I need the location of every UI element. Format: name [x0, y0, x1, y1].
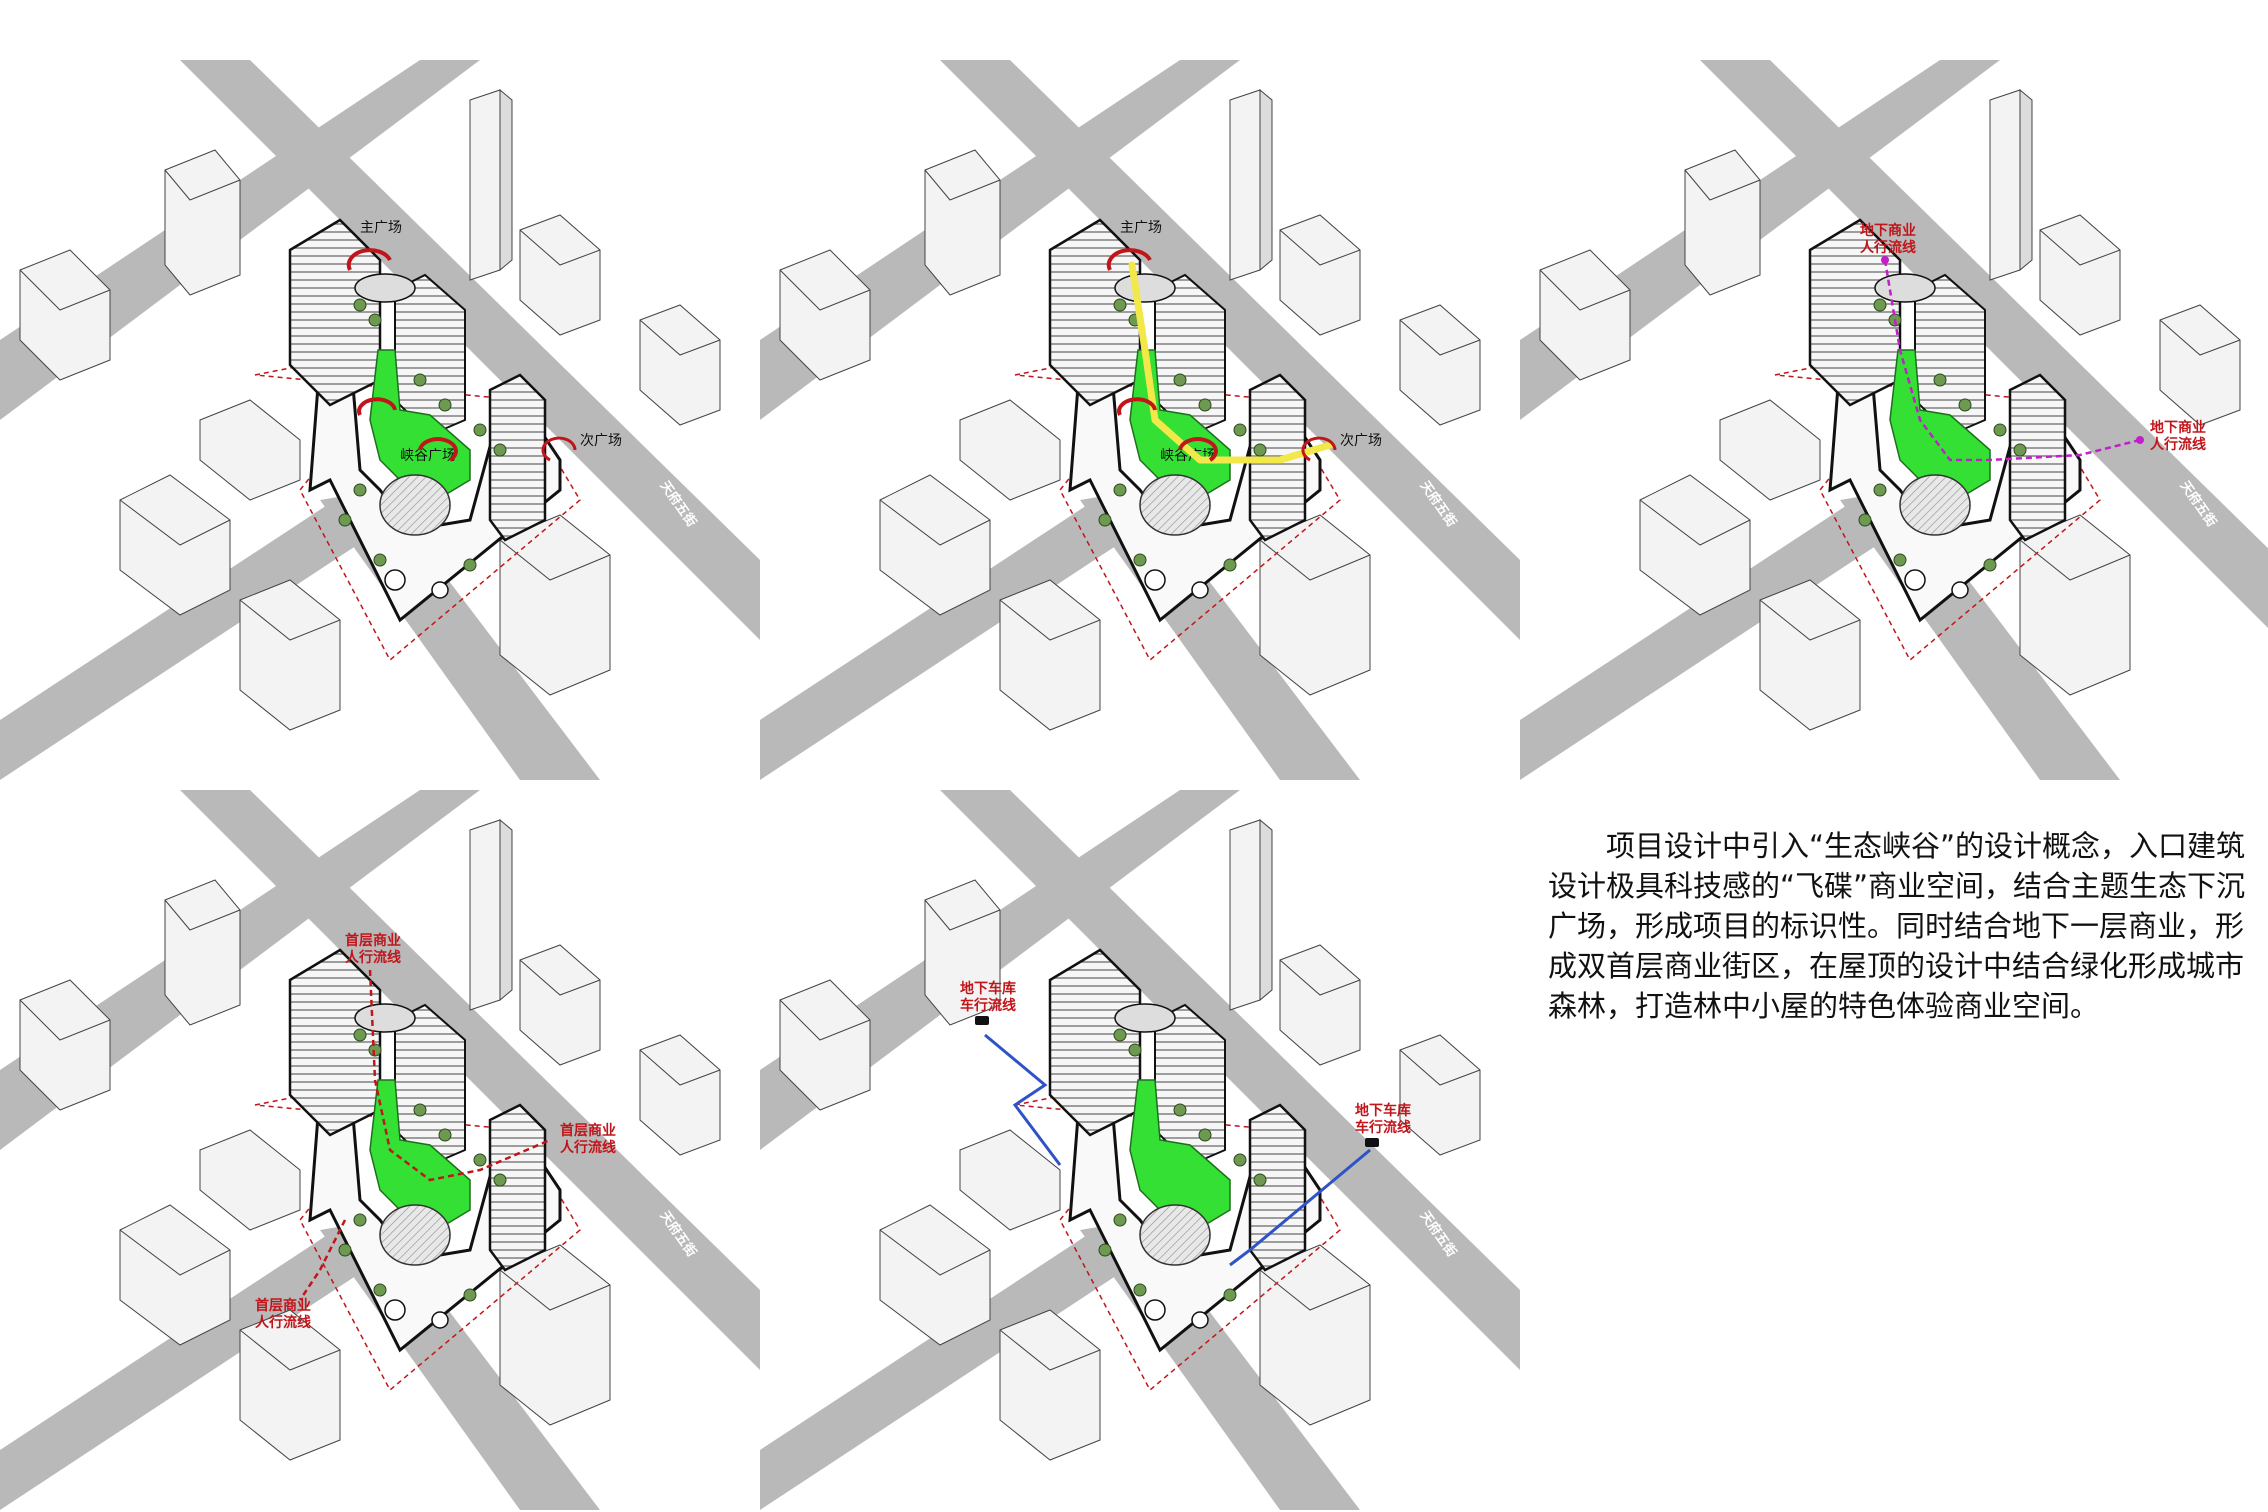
description-text: 项目设计中引入“生态峡谷”的设计概念，入口建筑设计极具科技感的“飞碟”商业空间，…: [1548, 829, 2246, 1023]
arrow-icon: [1106, 248, 1152, 271]
site-diagram-5: 益州大道 天府五街 地下车库 车行流线 地下车库 车行流线: [760, 750, 1520, 1510]
arrow-icon: [418, 437, 458, 462]
flow-node: [2136, 436, 2144, 444]
site-diagram-2: 益州大道 天府五街 主广场 次广场 峡谷广场: [760, 20, 1520, 780]
blue-flow-path-west: [984, 1033, 1062, 1166]
arrow-icon: [357, 397, 397, 416]
main-plaza-label: 主广场: [360, 220, 402, 236]
flow-label-c-line2: 人行流线: [255, 1314, 311, 1331]
site-diagram-3: 益州大道 天府五街 地下商业 人行流线 地下商业 人行流线: [1520, 20, 2268, 780]
magenta-flow-path: [1883, 259, 2141, 462]
secondary-plaza-label: 次广场: [580, 433, 622, 449]
diagram-panel-ground-commercial: 益州大道 天府五街 首层商业 人行流线 首层商业 人行流线 首层商业 人行流线: [0, 750, 760, 1510]
flow-label-c-line1: 首层商业: [255, 1297, 311, 1314]
flow-label-b-line2: 人行流线: [2150, 436, 2206, 453]
flow-node: [1881, 256, 1889, 264]
flow-label-b-line2: 车行流线: [1355, 1119, 1411, 1136]
diagram-panel-connection: 益州大道 天府五街 主广场 次广场 峡谷广场: [760, 20, 1520, 780]
canyon-plaza-label: 峡谷广场: [400, 448, 456, 464]
car-icon: [975, 1016, 989, 1025]
flow-label-a-line1: 地下车库: [960, 980, 1016, 997]
road-label-west: 益州大道: [823, 1232, 875, 1274]
red-flow-path: [298, 969, 551, 1301]
site-diagram-1: 益州大道 天府五街 主广场 次广场 峡谷广场: [0, 20, 760, 780]
flow-label-b-line2: 人行流线: [560, 1139, 616, 1156]
flow-label-b-line1: 首层商业: [560, 1122, 616, 1139]
blue-flow-path-east: [1229, 1148, 1371, 1267]
diagram-panel-plazas: 益州大道 天府五街 主广场 次广场 峡谷广场: [0, 20, 760, 780]
arrow-icon: [346, 248, 392, 271]
arrow-icon: [1178, 437, 1218, 462]
flow-label-a-line2: 人行流线: [1860, 239, 1916, 256]
road-label-west: 益州大道: [823, 502, 875, 544]
site-diagram-4: 益州大道 天府五街 首层商业 人行流线 首层商业 人行流线 首层商业 人行流线: [0, 750, 760, 1510]
arrow-icon: [1301, 436, 1337, 462]
project-description: 项目设计中引入“生态峡谷”的设计概念，入口建筑设计极具科技感的“飞碟”商业空间，…: [1548, 826, 2248, 1026]
road-label-west: 益州大道: [63, 502, 115, 544]
arrow-icon: [541, 436, 577, 462]
yellow-flow-path: [1128, 261, 1334, 464]
flow-label-b-line1: 地下车库: [1355, 1102, 1411, 1119]
car-icon: [1365, 1138, 1379, 1147]
secondary-plaza-label: 次广场: [1340, 433, 1382, 449]
flow-label-a-line2: 车行流线: [960, 997, 1016, 1014]
flow-label-a-line1: 首层商业: [345, 932, 401, 949]
flow-label-b-line1: 地下商业: [2150, 419, 2206, 436]
flow-label-a-line2: 人行流线: [345, 949, 401, 966]
flow-label-a-line1: 地下商业: [1860, 222, 1916, 239]
arrow-icon: [1117, 397, 1157, 416]
main-plaza-label: 主广场: [1120, 220, 1162, 236]
diagram-panel-garage: 益州大道 天府五街 地下车库 车行流线 地下车库 车行流线: [760, 750, 1520, 1510]
road-label-west: 益州大道: [1583, 502, 1635, 544]
diagram-panel-underground-commercial: 益州大道 天府五街 地下商业 人行流线 地下商业 人行流线: [1520, 20, 2268, 780]
road-label-west: 益州大道: [63, 1232, 115, 1274]
